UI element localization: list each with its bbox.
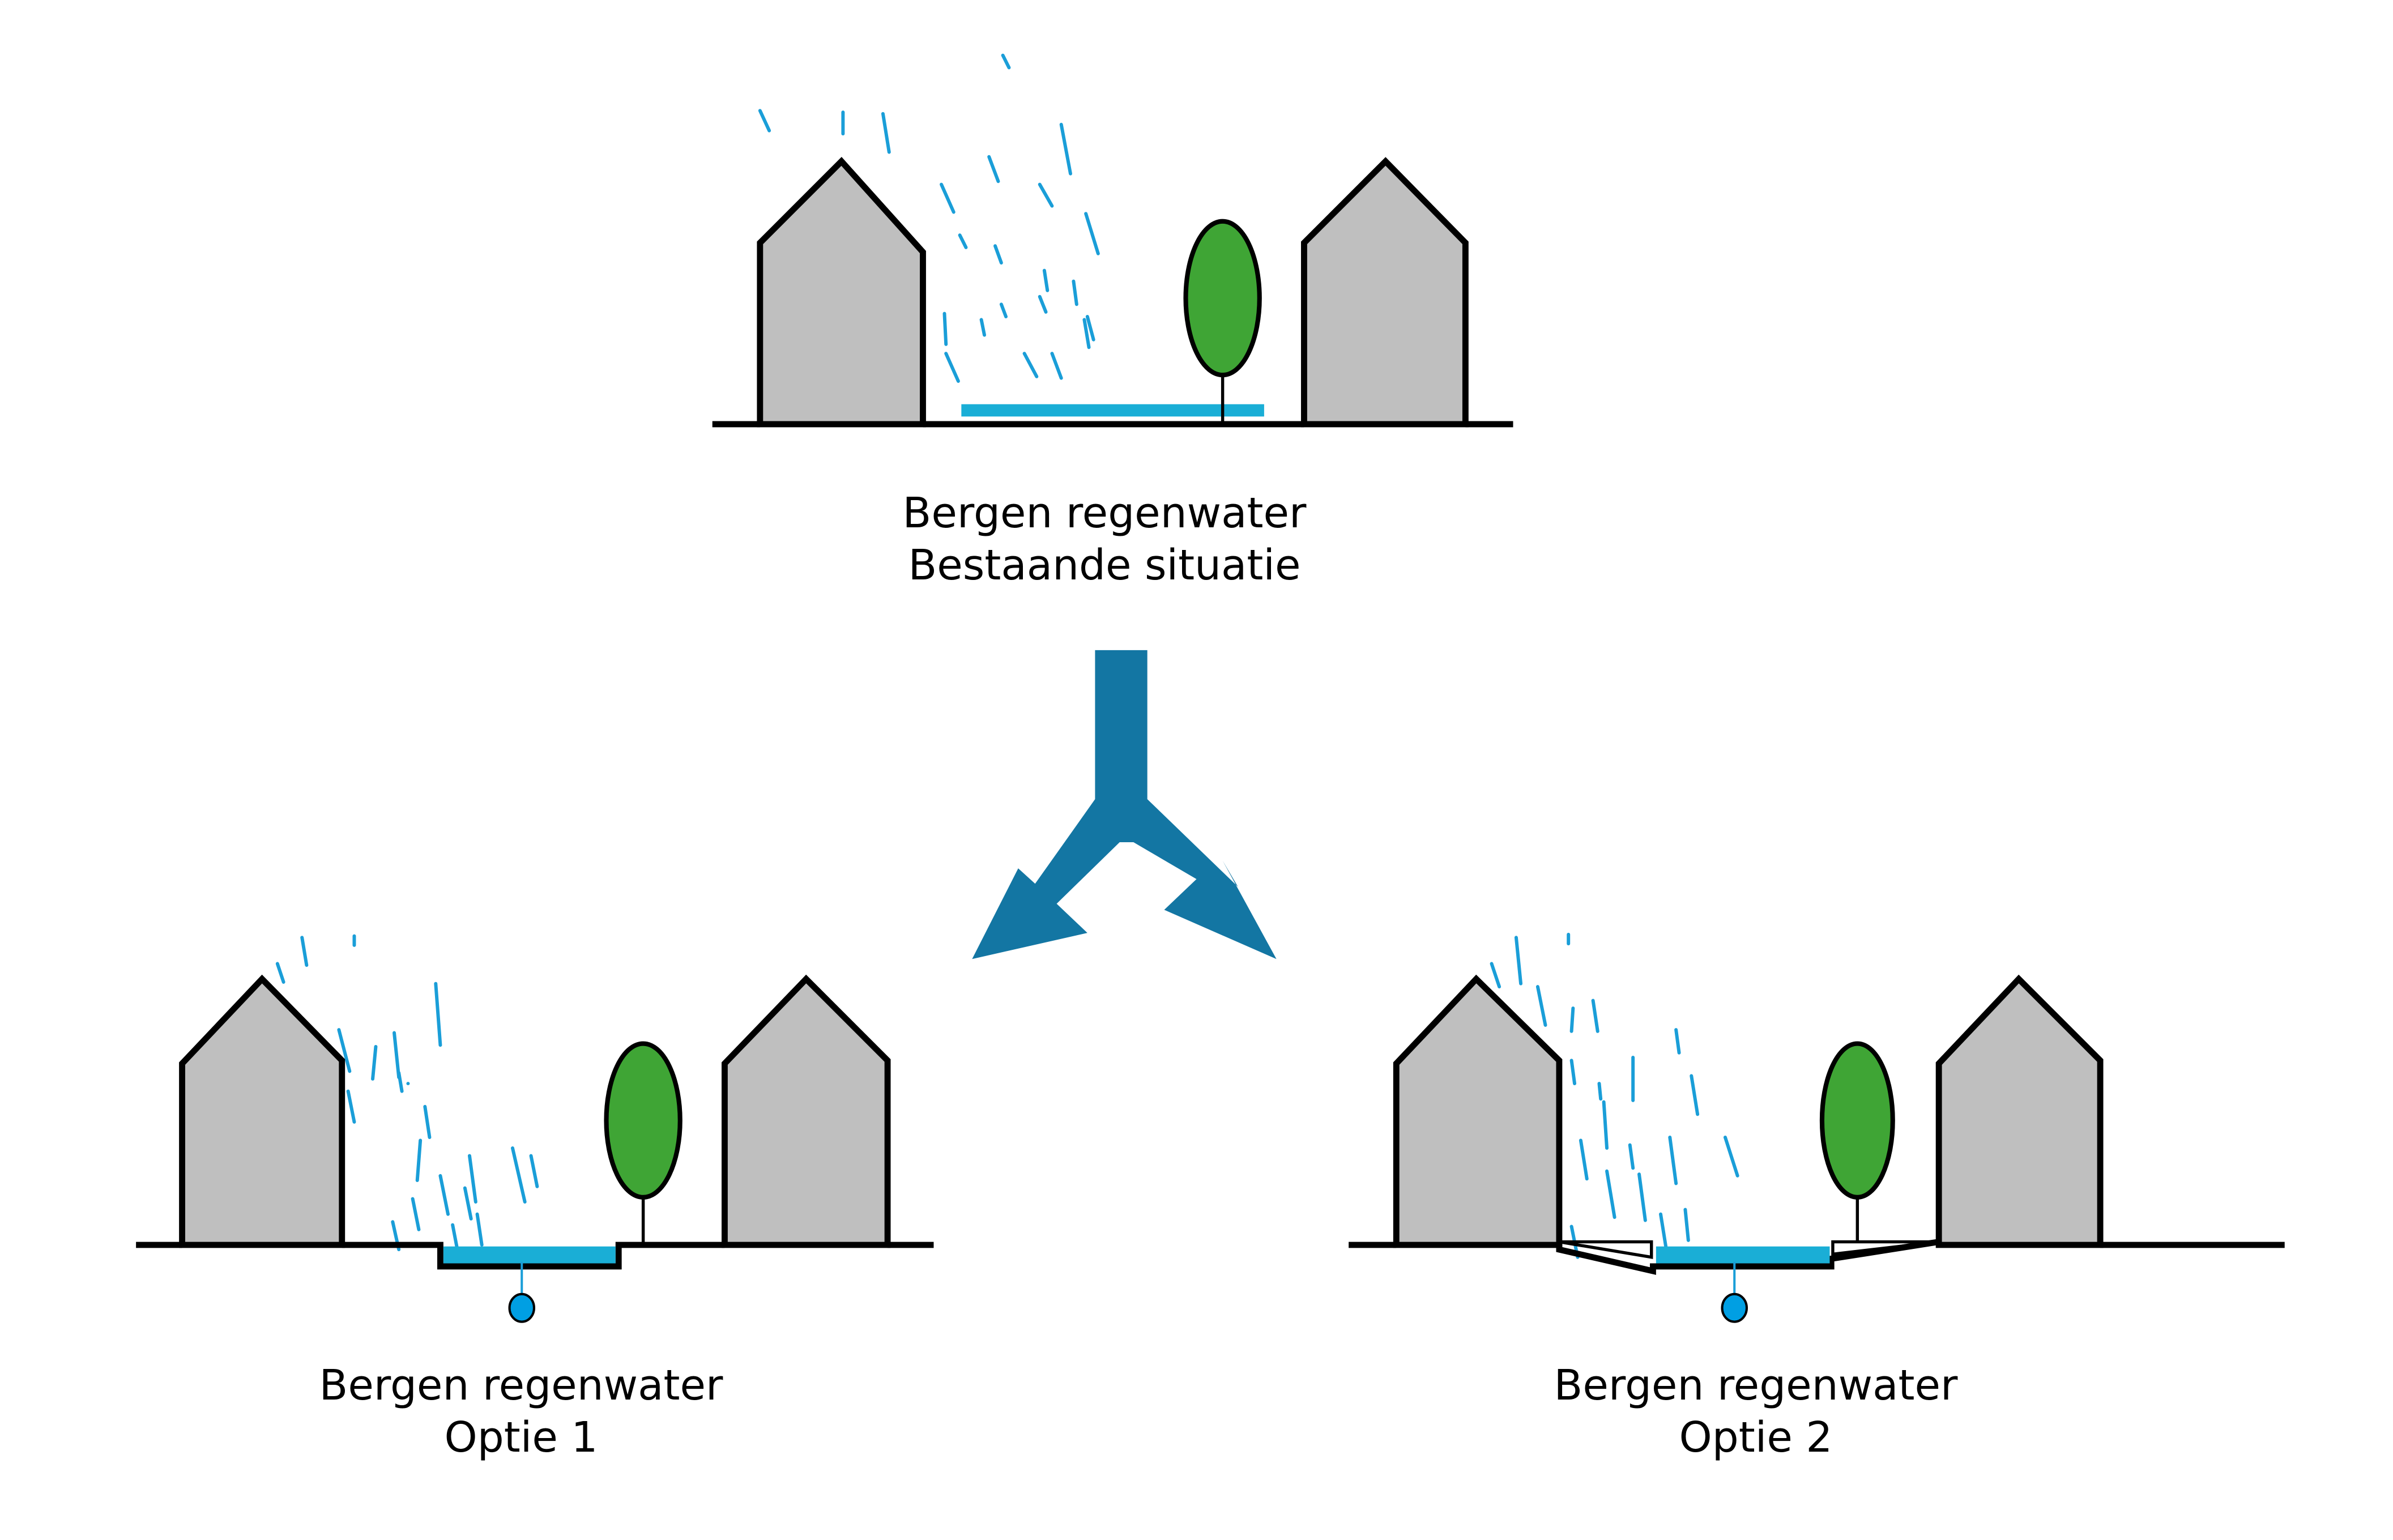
house-left	[179, 974, 345, 1248]
ground-line	[1349, 1239, 2285, 1275]
caption-subtitle: Optie 1	[444, 1413, 598, 1462]
water-basin	[443, 1246, 616, 1264]
caption-optie-2: Bergen regenwater Optie 2	[1473, 1359, 2039, 1464]
split-arrow-icon	[972, 650, 1277, 959]
caption-optie-1: Bergen regenwater Optie 1	[238, 1359, 804, 1464]
house-right	[1301, 157, 1469, 428]
scene-optie-2	[1349, 932, 2285, 1323]
slope-left	[1559, 1240, 1653, 1259]
house-left	[1393, 974, 1563, 1248]
rain-icon	[758, 53, 1100, 383]
water-basin	[1656, 1246, 1830, 1264]
tree-icon	[1183, 219, 1262, 378]
caption-title: Bergen regenwater	[1554, 1361, 1958, 1410]
slope-right	[1831, 1240, 1939, 1256]
house-right	[1935, 974, 2104, 1248]
water-surface	[961, 404, 1264, 417]
caption-subtitle: Optie 2	[1679, 1413, 1833, 1462]
scene-bestaande-situatie	[712, 53, 1513, 428]
drain-icon	[508, 1292, 535, 1323]
caption-title: Bergen regenwater	[319, 1361, 723, 1410]
caption-title: Bergen regenwater	[902, 489, 1307, 537]
drain-icon	[1721, 1292, 1748, 1323]
house-right	[722, 974, 891, 1248]
caption-bestaande-situatie: Bergen regenwater Bestaande situatie	[821, 487, 1388, 591]
scene-optie-1	[136, 934, 934, 1323]
house-left	[757, 157, 926, 428]
tree-icon	[604, 1041, 683, 1200]
rain-icon	[1490, 932, 1739, 1259]
caption-subtitle: Bestaande situatie	[908, 541, 1301, 590]
tree-icon	[1819, 1041, 1895, 1200]
ground-line	[136, 1242, 934, 1270]
